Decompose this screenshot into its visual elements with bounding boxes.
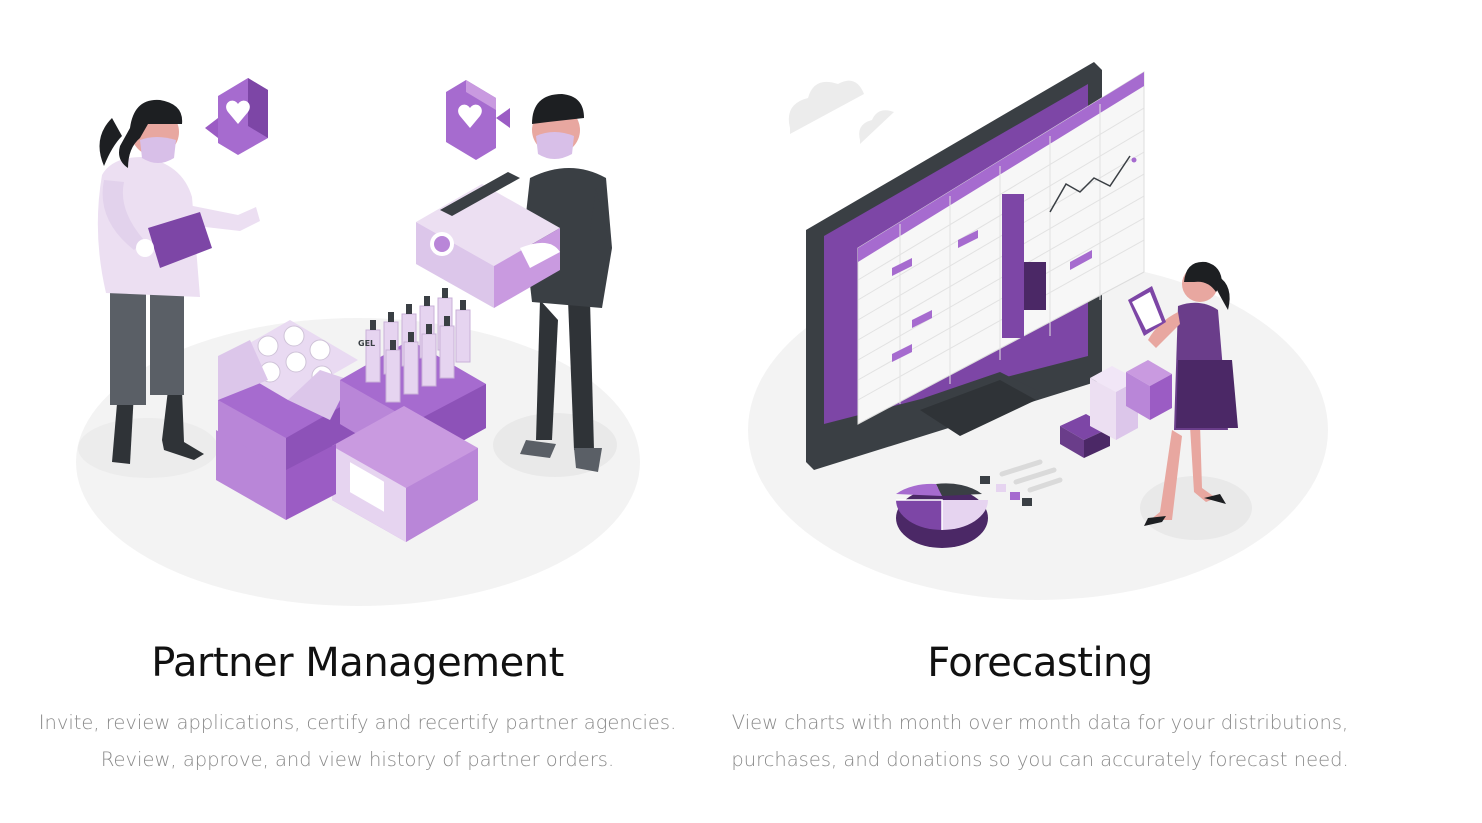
cloud-icon bbox=[788, 80, 894, 144]
partner-distribution-illustration: GEL bbox=[76, 78, 640, 606]
data-blocks bbox=[1060, 360, 1172, 458]
woman-clipboard-figure bbox=[97, 99, 260, 464]
monitor-illustration bbox=[806, 62, 1145, 470]
feature-description: Invite, review applications, certify and… bbox=[38, 711, 677, 771]
feature-forecasting: Forecasting View charts with month over … bbox=[700, 0, 1482, 823]
feature-description: View charts with month over month data f… bbox=[731, 711, 1349, 771]
supply-boxes: GEL bbox=[216, 288, 486, 542]
gel-label: GEL bbox=[358, 339, 375, 348]
feature-title: Partner Management bbox=[151, 640, 564, 686]
heart-icon bbox=[446, 80, 510, 160]
man-carrying-box-figure bbox=[416, 94, 612, 472]
feature-partner-management: GEL bbox=[0, 0, 715, 823]
legend-icon bbox=[980, 459, 1063, 506]
forecasting-dashboard-illustration bbox=[748, 62, 1328, 600]
pie-chart-icon bbox=[896, 483, 988, 548]
woman-analyst-figure bbox=[1128, 261, 1238, 526]
heart-icon bbox=[205, 78, 268, 155]
feature-title: Forecasting bbox=[927, 640, 1153, 686]
